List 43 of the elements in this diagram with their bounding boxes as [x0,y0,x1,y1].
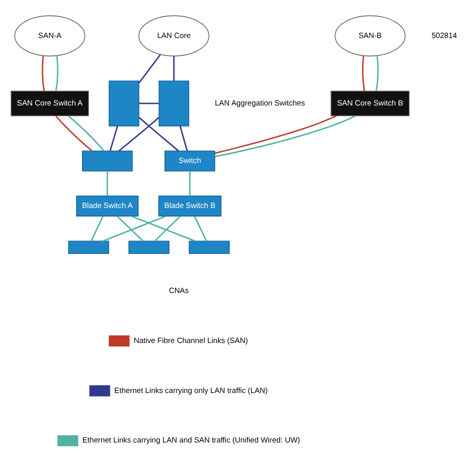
label: CNAs [168,285,189,294]
connector [42,55,45,91]
node-box [68,240,110,254]
node-ellipse: SAN-B [334,14,406,56]
connector [214,114,356,157]
connector [109,125,118,151]
connector [55,115,92,151]
connector [90,215,104,241]
legend-label: Native Fibre Channel Links (SAN) [134,335,248,344]
connector [138,116,179,151]
node-box [188,240,230,254]
connector [189,170,191,196]
connector [214,114,337,154]
node-box [128,240,170,254]
connector [376,55,379,91]
connector [173,56,175,80]
node-box: SAN Core Switch A [10,90,89,116]
connector [131,215,196,242]
legend-label: Ethernet Links carrying LAN and SAN traffic (Unified Wired: UW) [82,435,300,444]
label: 502814 [432,30,457,40]
connector [194,215,208,241]
node-box [108,80,140,126]
connector [68,115,104,151]
connector [362,55,366,91]
connector [179,125,188,151]
node-box: Blade Switch A [76,195,139,216]
label: LAN Aggregation Switches [214,98,305,107]
connector [106,170,108,196]
connector [55,55,58,91]
node-ellipse: SAN-A [14,14,86,56]
node-box: Blade Switch B [158,195,222,216]
node-box [82,150,133,171]
connector [154,215,181,242]
node-box: Switch [164,150,216,171]
connector [116,215,144,242]
node-ellipse: LAN Core [138,14,210,56]
connector [139,102,159,104]
connector [118,116,160,151]
node-box: SAN Core Switch B [330,90,410,116]
node-box [158,80,190,126]
connector [138,54,161,83]
connector [102,215,166,242]
legend-label: Ethernet Links carrying only LAN traffic (LAN) [114,385,268,394]
